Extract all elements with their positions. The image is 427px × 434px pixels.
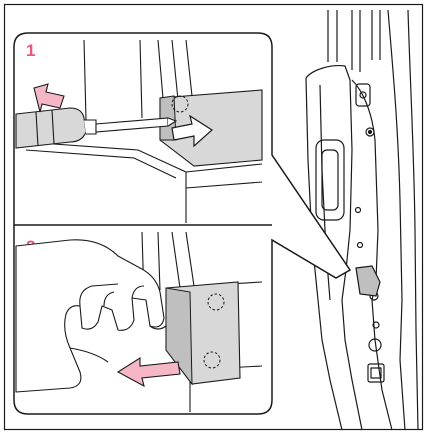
step-1-number: 1 [26, 41, 35, 60]
